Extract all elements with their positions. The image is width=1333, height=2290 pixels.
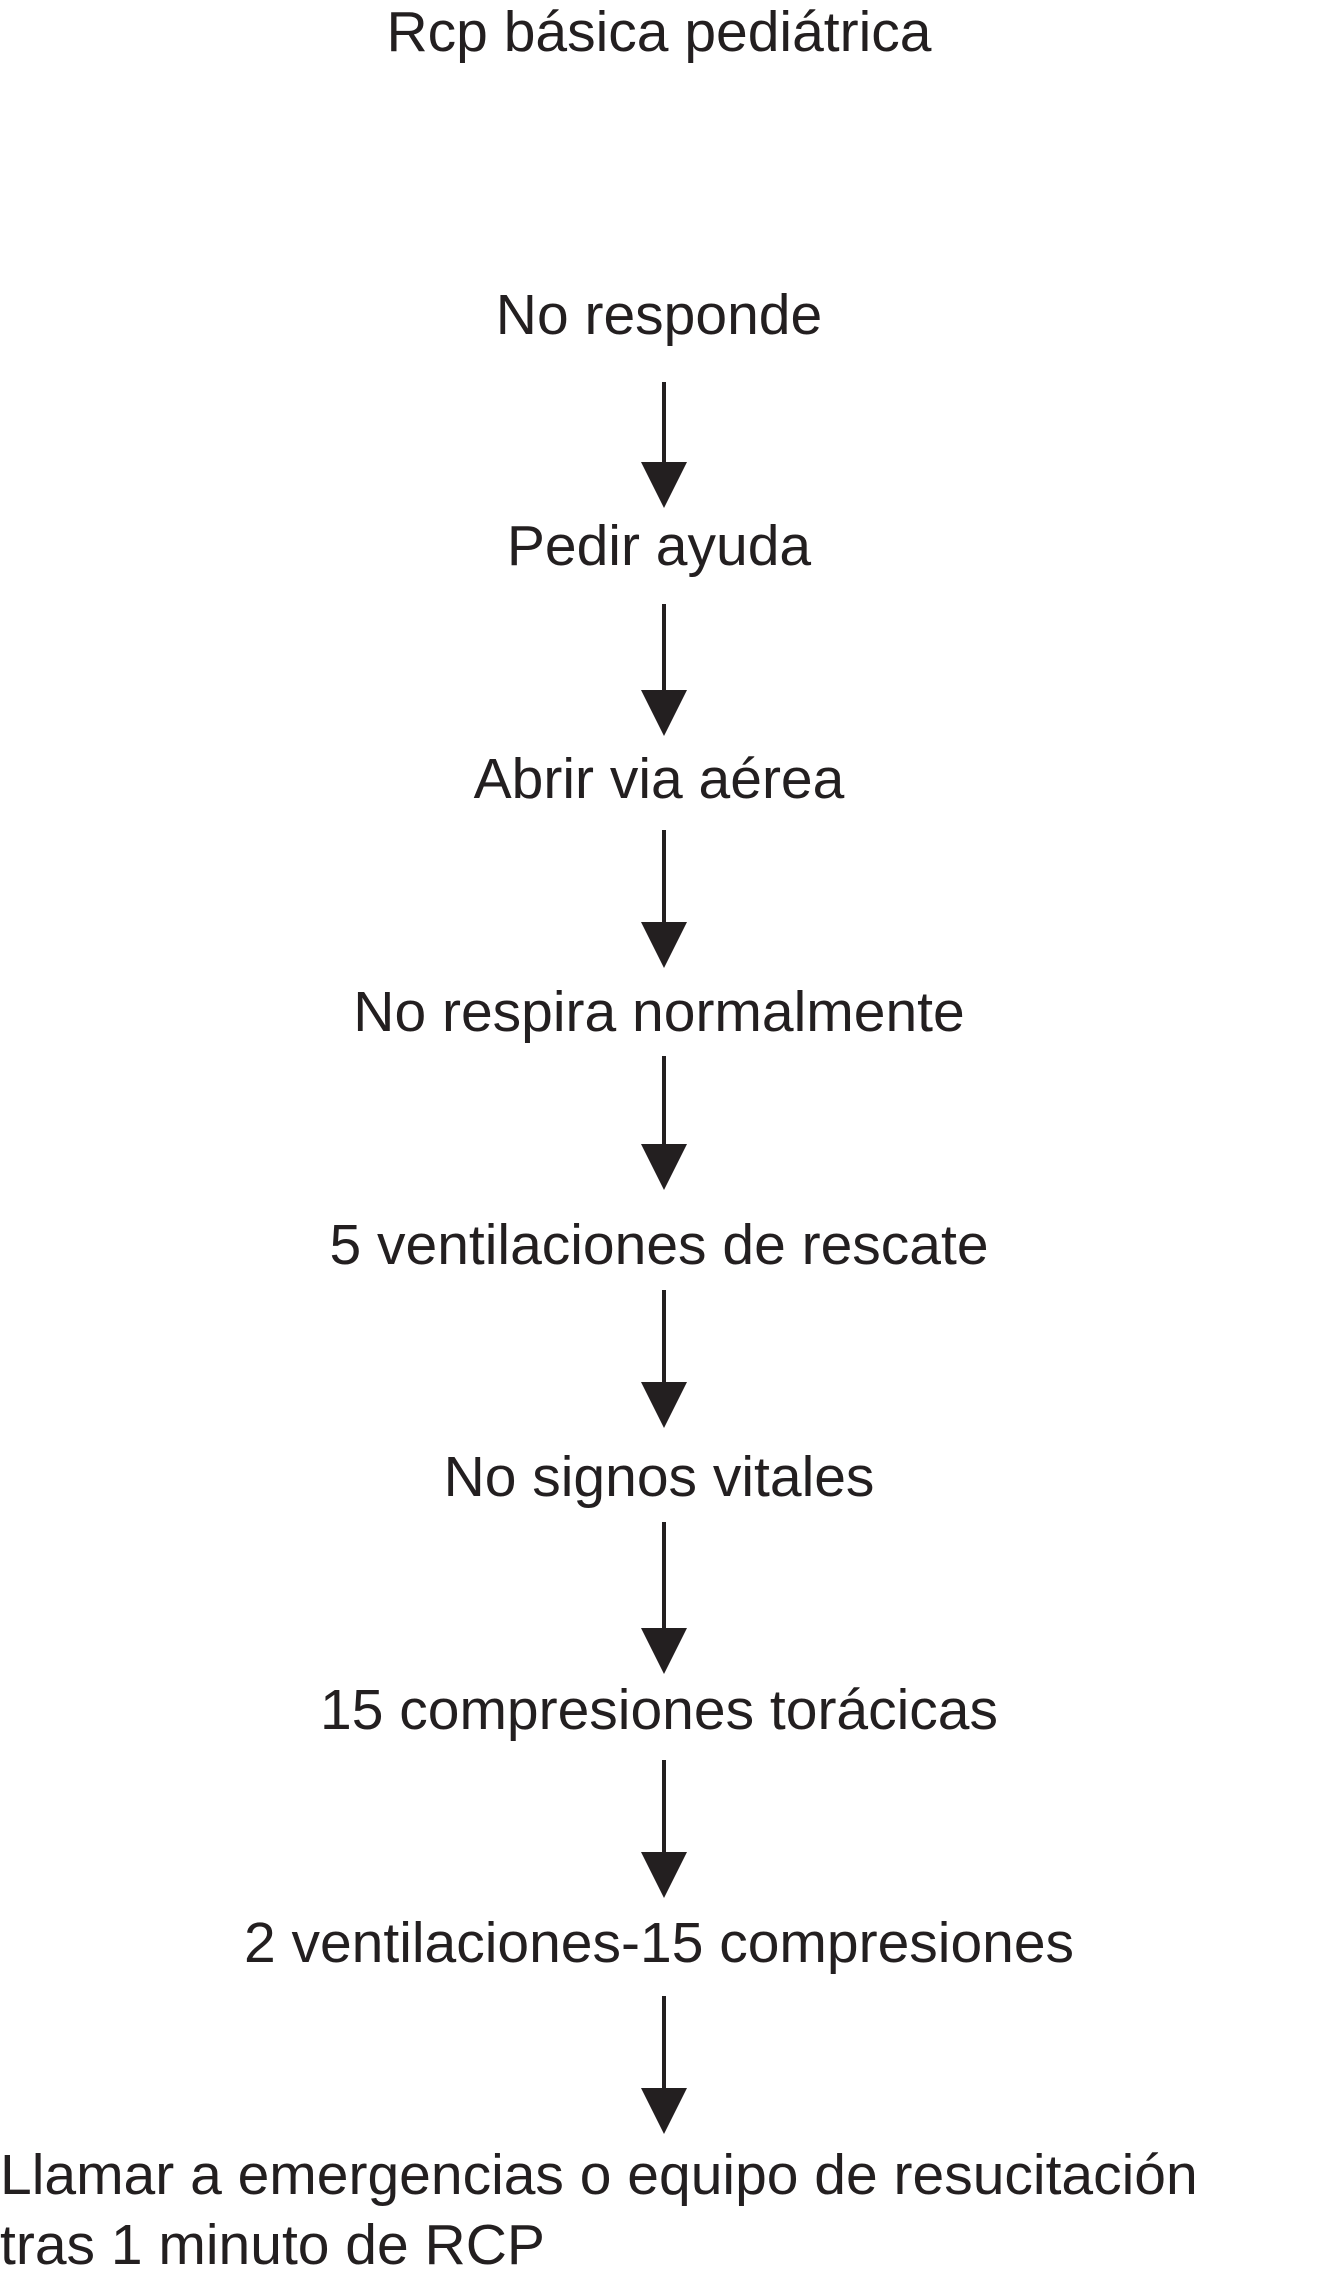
step-no-responde: No responde (495, 283, 823, 347)
arrow-7 (641, 1760, 687, 1898)
arrow-5 (641, 1290, 687, 1428)
step-llamar-emergencias: Llamar a emergencias o equipo de resucit… (0, 2140, 1333, 2280)
step-no-signos-vitales: No signos vitales (443, 1445, 875, 1509)
final-step-line-2: tras 1 minuto de RCP (0, 2213, 545, 2277)
step-no-respira-normalmente: No respira normalmente (353, 980, 965, 1044)
step-compresiones-toracicas: 15 compresiones torácicas (320, 1678, 998, 1742)
step-ventilaciones-compresiones: 2 ventilaciones-15 compresiones (243, 1911, 1075, 1975)
step-ventilaciones-rescate: 5 ventilaciones de rescate (329, 1213, 989, 1277)
diagram-title: Rcp básica pediátrica (386, 0, 932, 64)
arrow-8 (641, 1996, 687, 2134)
step-abrir-via-aerea: Abrir via aérea (473, 747, 845, 811)
final-step-line-1: Llamar a emergencias o equipo de resucit… (0, 2143, 1198, 2207)
arrow-2 (641, 604, 687, 736)
arrow-3 (641, 830, 687, 968)
arrow-4 (641, 1056, 687, 1190)
arrow-1 (641, 382, 687, 508)
arrow-6 (641, 1522, 687, 1674)
step-pedir-ayuda: Pedir ayuda (506, 514, 812, 578)
